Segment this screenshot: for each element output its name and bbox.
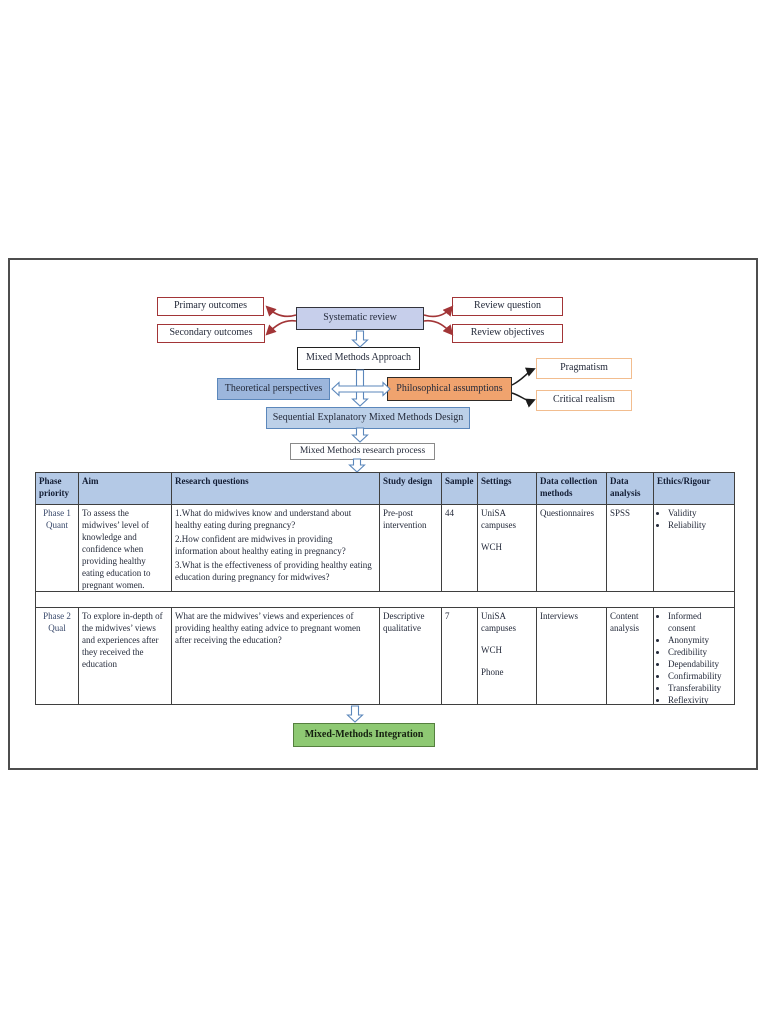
list-item: Reliability bbox=[668, 519, 731, 531]
table-phase-gap bbox=[35, 592, 735, 607]
research-process-label: Mixed Methods research process bbox=[299, 445, 426, 456]
pragmatism-box: Pragmatism bbox=[536, 358, 632, 379]
pragmatism-label: Pragmatism bbox=[560, 362, 608, 374]
primary-outcomes-label: Primary outcomes bbox=[173, 300, 248, 312]
list-item: UniSA campuses bbox=[481, 508, 516, 530]
table-row-phase2: Phase 2 Qual To explore in-depth of the … bbox=[35, 607, 735, 705]
sequential-design-box: Sequential Explanatory Mixed Methods Des… bbox=[266, 407, 470, 429]
list-item: Informed consent bbox=[668, 610, 731, 634]
theoretical-perspectives-label: Theoretical perspectives bbox=[224, 382, 323, 394]
systematic-review-box: Systematic review bbox=[296, 307, 424, 330]
critical-realism-label: Critical realism bbox=[553, 394, 615, 406]
phase2-data-analysis: Content analysis bbox=[606, 608, 653, 704]
research-process-box: Mixed Methods research process bbox=[290, 443, 435, 460]
header-sample: Sample bbox=[441, 473, 477, 504]
list-item: WCH bbox=[481, 645, 502, 655]
phase1-study-design: Pre-post intervention bbox=[379, 505, 441, 591]
primary-outcomes-box: Primary outcomes bbox=[157, 297, 264, 316]
header-data-analysis: Data analysis bbox=[606, 473, 653, 504]
header-study-design: Study design bbox=[379, 473, 441, 504]
list-item: UniSA campuses bbox=[481, 611, 516, 633]
mixed-methods-approach-box: Mixed Methods Approach bbox=[297, 347, 420, 370]
sequential-design-label: Sequential Explanatory Mixed Methods Des… bbox=[272, 411, 464, 423]
secondary-outcomes-label: Secondary outcomes bbox=[169, 327, 253, 339]
list-item: Confirmability bbox=[668, 670, 731, 682]
list-item: What are the midwives’ views and experie… bbox=[175, 611, 361, 645]
phase2-aim: To explore in-depth of the midwives’ vie… bbox=[78, 608, 171, 704]
header-aim: Aim bbox=[78, 473, 171, 504]
table-row-phase1: Phase 1 Quant To assess the midwives’ le… bbox=[35, 505, 735, 592]
list-item: Validity bbox=[668, 507, 731, 519]
header-ethics-rigour: Ethics/Rigour bbox=[653, 473, 734, 504]
phase1-ethics: ValidityReliability bbox=[653, 505, 734, 591]
list-item: Anonymity bbox=[668, 634, 731, 646]
phase1-label: Phase 1 Quant bbox=[43, 508, 71, 530]
list-item: Dependability bbox=[668, 658, 731, 670]
header-settings: Settings bbox=[477, 473, 536, 504]
list-item: Credibility bbox=[668, 646, 731, 658]
phase2-research-questions: What are the midwives’ views and experie… bbox=[171, 608, 379, 704]
phase2-label: Phase 2 Qual bbox=[43, 611, 71, 633]
systematic-review-label: Systematic review bbox=[323, 312, 397, 324]
table-header-row: Phase priority Aim Research questions St… bbox=[35, 472, 735, 505]
header-phase-priority: Phase priority bbox=[39, 476, 69, 498]
critical-realism-box: Critical realism bbox=[536, 390, 632, 411]
philosophical-assumptions-box: Philosophical assumptions bbox=[387, 377, 512, 401]
list-item: Phone bbox=[481, 667, 504, 677]
mixed-methods-integration-label: Mixed-Methods Integration bbox=[304, 728, 424, 740]
header-research-questions: Research questions bbox=[171, 473, 379, 504]
review-question-label: Review question bbox=[474, 300, 541, 312]
mixed-methods-approach-label: Mixed Methods Approach bbox=[306, 352, 411, 364]
theoretical-perspectives-box: Theoretical perspectives bbox=[217, 378, 330, 400]
philosophical-assumptions-label: Philosophical assumptions bbox=[396, 382, 503, 394]
list-item: Reflexivity bbox=[668, 694, 731, 704]
list-item: 1.What do midwives know and understand a… bbox=[175, 508, 352, 530]
phase1-sample: 44 bbox=[441, 505, 477, 591]
phase1-aim: To assess the midwives’ level of knowled… bbox=[78, 505, 171, 591]
phase2-sample: 7 bbox=[441, 608, 477, 704]
list-item: 2.How confident are midwives in providin… bbox=[175, 534, 346, 556]
phase2-ethics-list: Informed consentAnonymityCredibilityDepe… bbox=[657, 610, 731, 704]
phase1-ethics-list: ValidityReliability bbox=[657, 507, 731, 531]
phase1-research-questions: 1.What do midwives know and understand a… bbox=[171, 505, 379, 591]
phase2-data-collection: Interviews bbox=[536, 608, 606, 704]
header-data-collection: Data collection methods bbox=[536, 473, 606, 504]
review-objectives-box: Review objectives bbox=[452, 324, 563, 343]
secondary-outcomes-box: Secondary outcomes bbox=[157, 324, 265, 343]
phase1-data-analysis: SPSS bbox=[606, 505, 653, 591]
review-objectives-label: Review objectives bbox=[470, 327, 545, 339]
phase2-ethics: Informed consentAnonymityCredibilityDepe… bbox=[653, 608, 734, 704]
list-item: Transferability bbox=[668, 682, 731, 694]
phase2-study-design: Descriptive qualitative bbox=[379, 608, 441, 704]
review-question-box: Review question bbox=[452, 297, 563, 316]
list-item: WCH bbox=[481, 542, 502, 552]
list-item: 3.What is the effectiveness of providing… bbox=[175, 560, 372, 582]
mixed-methods-integration-box: Mixed-Methods Integration bbox=[293, 723, 435, 747]
phase1-data-collection: Questionnaires bbox=[536, 505, 606, 591]
